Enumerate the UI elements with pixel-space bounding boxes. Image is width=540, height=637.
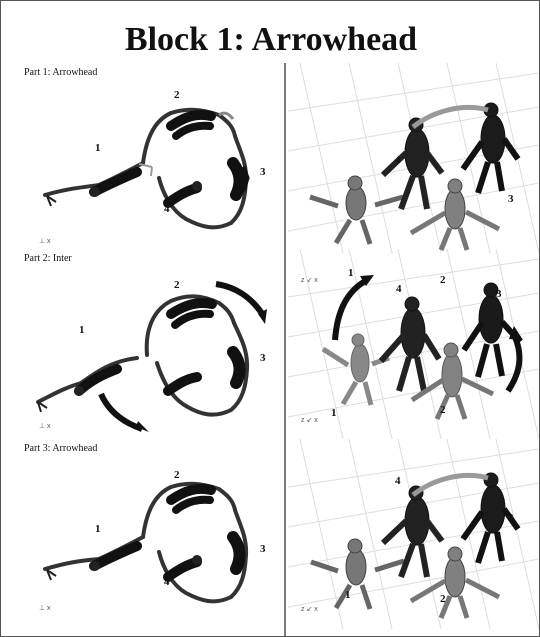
left-top-view-diagram (21, 267, 281, 439)
view-label-2: 2 (440, 594, 446, 605)
view-label-3: 3 (508, 513, 514, 524)
figure-2 (143, 110, 235, 163)
figure-label-1: 1 (95, 524, 101, 535)
axis-label: x (314, 606, 318, 613)
body-figure-1 (310, 176, 403, 244)
figure-label-3: 3 (260, 167, 266, 178)
part-label: Part 2: Inter (24, 253, 72, 264)
axis-icon: ⊥ x (39, 423, 51, 430)
view-label-1: 1 (331, 408, 337, 419)
left-top-view-diagram (21, 81, 281, 253)
body-figure-1 (311, 539, 404, 609)
body-figure-2 (383, 118, 442, 209)
body-figure-3 (463, 103, 518, 193)
view-label-4: 4 (395, 155, 401, 166)
view-label-4: 4 (395, 476, 401, 487)
figure-label-2: 2 (174, 280, 180, 291)
axis-label: x (47, 238, 51, 245)
axis-label: x (47, 605, 51, 612)
view-label-3: 3 (496, 289, 502, 300)
figure-label-2: 2 (174, 470, 180, 481)
figure-label-2: 2 (174, 90, 180, 101)
curved-arrow-icon (508, 337, 519, 391)
panel-part-1: Part 1: Arrowhead (1, 63, 540, 253)
figure-label-3: 3 (260, 544, 266, 555)
view-label-2: 2 (440, 405, 446, 416)
axis-icon: z ↙ x (301, 417, 318, 424)
view-label-1: 1 (345, 590, 351, 601)
view-label-4: 4 (396, 284, 402, 295)
part-label: Part 3: Arrowhead (24, 443, 97, 454)
body-figure-3 (464, 283, 520, 377)
axis-icon: ⊥ x (39, 605, 51, 612)
panel-part-2: Part 2: Inter (1, 249, 540, 439)
axis-label: x (314, 417, 318, 424)
view-label-3: 3 (508, 194, 514, 205)
figure-1 (45, 537, 143, 580)
figure-2 (143, 484, 235, 537)
figure-1 (45, 163, 143, 206)
figure-3 (231, 323, 247, 410)
panel-part-3: Part 3: Arrowhead 1 (1, 439, 540, 629)
body-figure-2 (381, 297, 439, 391)
part-label: Part 1: Arrowhead (24, 67, 97, 78)
page-title: Block 1: Arrowhead (1, 23, 540, 57)
figure-label-1: 1 (95, 143, 101, 154)
right-3d-view-diagram (288, 249, 539, 439)
axis-label: x (47, 423, 51, 430)
right-3d-view-diagram (288, 63, 539, 253)
figure-label-4: 4 (164, 577, 170, 588)
axis-icon: z ↙ x (301, 606, 318, 613)
left-top-view-diagram (21, 457, 281, 629)
figure-label-4: 4 (164, 386, 170, 397)
axis-icon: ⊥ x (39, 238, 51, 245)
figure-2 (147, 296, 234, 355)
curved-arrow-icon (216, 284, 263, 315)
figure-3 (231, 510, 246, 597)
figure-3 (231, 136, 247, 223)
curved-arrow-icon (335, 280, 367, 340)
figure-label-4: 4 (164, 204, 170, 215)
curved-arrow-icon (101, 394, 142, 429)
figure-1 (38, 358, 137, 412)
figure-label-1: 1 (79, 325, 85, 336)
figure-label-3: 3 (260, 353, 266, 364)
body-figure-1 (323, 334, 389, 405)
right-3d-view-diagram (288, 439, 539, 629)
